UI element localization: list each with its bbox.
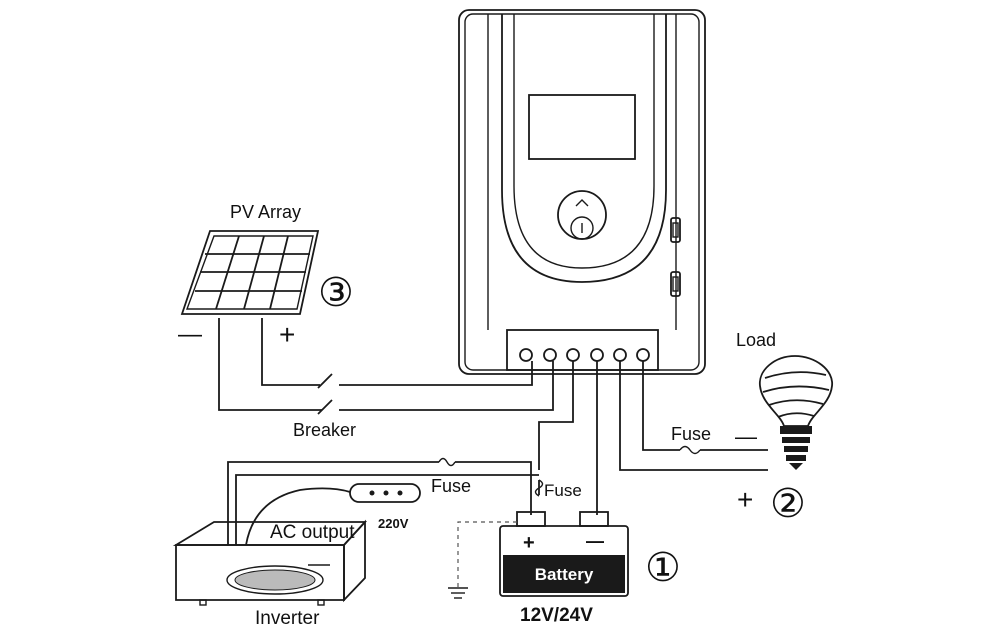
fuse-icon	[438, 445, 701, 497]
battery-minus-sign: —	[586, 531, 604, 551]
wiring	[218, 318, 768, 545]
fuse-inverter-label: Fuse	[431, 476, 471, 496]
battery-voltage-label: 12V/24V	[520, 605, 593, 626]
load-minus-sign: —	[735, 424, 757, 449]
step-2-marker: ②	[770, 482, 806, 526]
battery-label: Battery	[535, 565, 594, 584]
ac-output-label: AC output	[270, 522, 355, 543]
solar-panel-icon	[180, 230, 320, 315]
step-3-marker: ③	[318, 271, 354, 315]
pv-minus-sign: —	[178, 321, 202, 348]
step-1-marker: ①	[645, 546, 681, 590]
breaker-label: Breaker	[293, 420, 356, 440]
power-socket-icon	[245, 483, 421, 546]
load-label: Load	[736, 330, 776, 350]
fuse-battery-label: Fuse	[544, 481, 582, 500]
battery-plus-sign: +	[523, 532, 535, 554]
load-plus-sign: +	[737, 484, 753, 515]
breaker-switch-icon	[317, 373, 333, 415]
charge-controller-icon	[458, 9, 706, 375]
inverter-label: Inverter	[255, 608, 320, 629]
pv-array-label: PV Array	[230, 202, 301, 222]
ac-voltage-label: 220V	[378, 516, 409, 531]
light-bulb-icon	[759, 355, 833, 470]
battery-icon	[499, 511, 629, 597]
inverter-icon	[172, 519, 368, 606]
fuse-load-label: Fuse	[671, 424, 711, 444]
pv-plus-sign: +	[279, 319, 295, 350]
ground-icon	[448, 521, 517, 599]
